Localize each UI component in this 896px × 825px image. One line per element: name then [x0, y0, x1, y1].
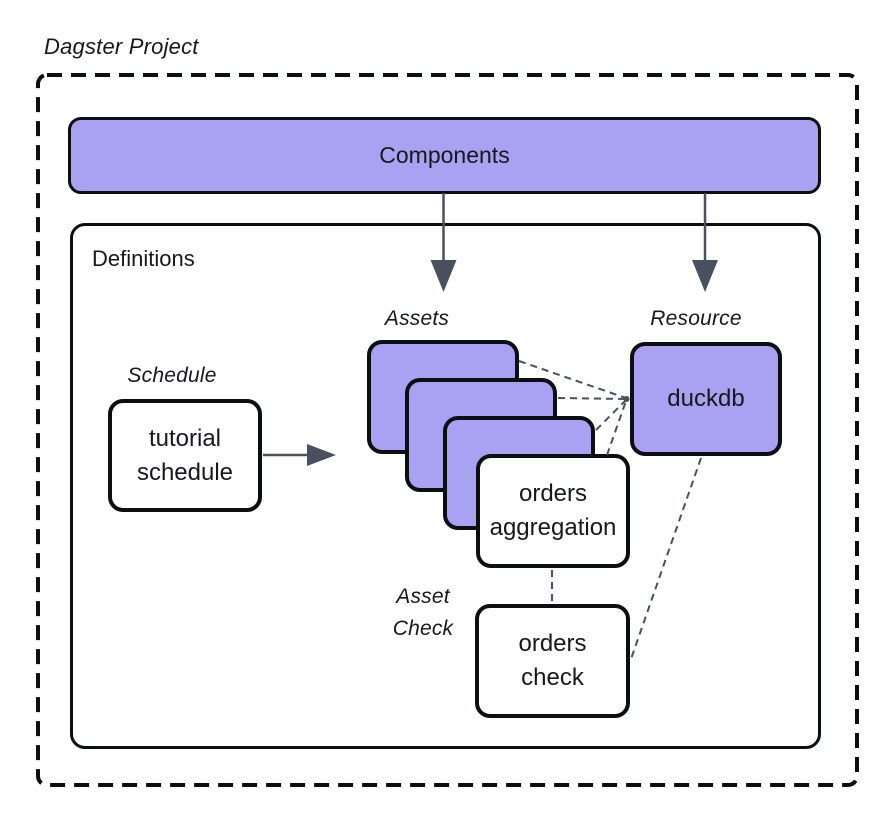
orders-check-label-line1: orders [518, 630, 587, 657]
asset-check-label-line1: Asset [396, 585, 450, 608]
orders-aggregation-label-line2: aggregation [489, 514, 617, 541]
tutorial-schedule-label-line1: tutorial [148, 424, 222, 452]
tutorial-schedule-node: tutorial schedule [108, 399, 262, 512]
orders-check-node: orders check [475, 604, 630, 718]
assets-group-label: Assets [384, 307, 450, 330]
duckdb-label: duckdb [667, 385, 745, 412]
tutorial-schedule-label-line2: schedule [136, 458, 234, 486]
diagram-title: Dagster Project [44, 34, 199, 59]
components-label: Components [379, 142, 510, 168]
orders-aggregation-label-line1: orders [518, 480, 588, 507]
asset-check-label-line2: Check [392, 617, 454, 640]
duckdb-resource-node: duckdb [630, 342, 782, 456]
asset-check-group-label: Asset Check [373, 581, 473, 645]
schedule-group-label: Schedule [127, 364, 217, 387]
components-node: Components [68, 117, 821, 194]
orders-aggregation-node: orders aggregation [476, 454, 630, 568]
orders-check-label-line2: check [521, 664, 584, 691]
definitions-label: Definitions [92, 246, 195, 271]
resource-group-label: Resource [650, 307, 742, 330]
